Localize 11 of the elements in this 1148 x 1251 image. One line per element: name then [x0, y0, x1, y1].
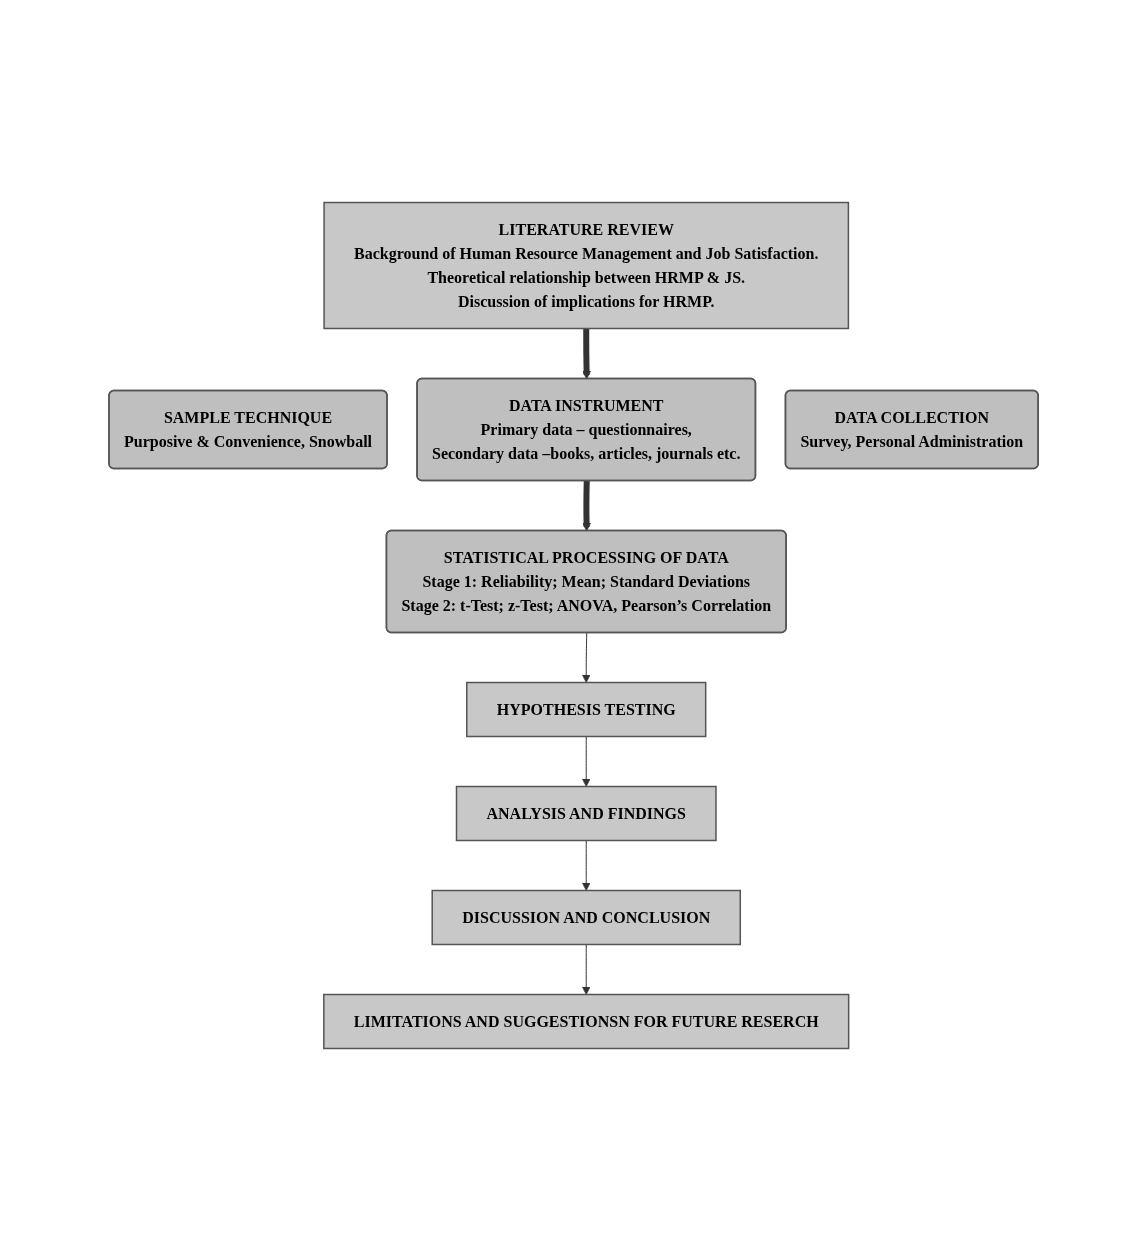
node-box: LITERATURE REVIEW Background of Human Resource Management and Job Satisfaction. Theoretical relationship between HRMP & JS. Discussion of implications for HRMP. [323, 201, 850, 330]
node-box: DISCUSSION AND CONCLUSION [431, 889, 742, 946]
arrow [582, 840, 592, 891]
node-box: ANALYSIS AND FINDINGS [456, 785, 718, 842]
arrow [582, 480, 592, 532]
node-box: HYPOTHESIS TESTING [466, 681, 707, 738]
node-box: LIMITATIONS AND SUGGESTIONSN FOR FUTURE RESERCH [323, 993, 850, 1050]
arrow [582, 328, 592, 380]
arrow [582, 632, 592, 683]
arrow [582, 736, 592, 787]
arrow [582, 944, 592, 995]
